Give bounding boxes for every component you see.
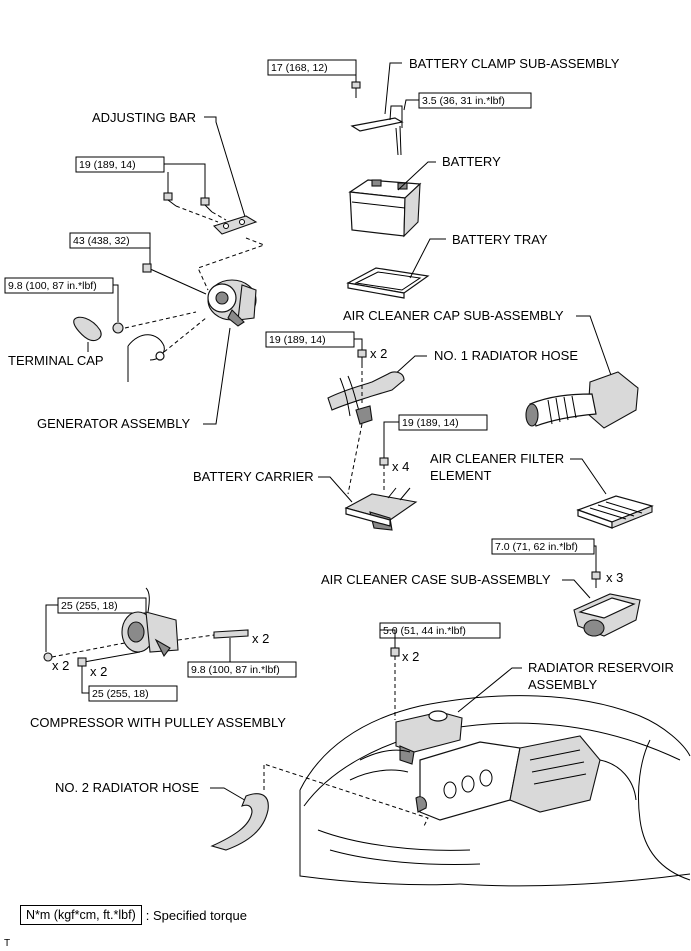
battery-clamp-nut-torque: 3.5 (36, 31 in.*lbf)	[403, 92, 532, 111]
generator-label: GENERATOR ASSEMBLY	[37, 327, 231, 431]
radiator-reservoir-torque: 5.0 (51, 44 in.*lbf) x 2	[379, 622, 501, 720]
battery-carrier-part	[344, 487, 418, 531]
torque-legend: N*m (kgf*cm, ft.*lbf) : Specified torque	[20, 905, 247, 925]
svg-text:NO. 2 RADIATOR HOSE: NO. 2 RADIATOR HOSE	[55, 780, 199, 795]
svg-text:x 2: x 2	[370, 346, 387, 361]
compressor-bolt-torque: 25 (255, 18)	[81, 666, 178, 702]
battery-clamp-part	[350, 105, 404, 156]
radiator-reservoir-label: RADIATOR RESERVOIR ASSEMBLY	[457, 660, 674, 713]
svg-text:AIR CLEANER CASE SUB-ASSEMBLY: AIR CLEANER CASE SUB-ASSEMBLY	[321, 572, 551, 587]
svg-text:25 (255, 18): 25 (255, 18)	[92, 688, 149, 700]
svg-text:COMPRESSOR WITH PULLEY ASSEMBL: COMPRESSOR WITH PULLEY ASSEMBLY	[30, 715, 286, 730]
battery-part	[348, 179, 422, 238]
svg-text:BATTERY: BATTERY	[442, 154, 501, 169]
battery-label: BATTERY	[397, 154, 501, 191]
svg-text:x 2: x 2	[90, 664, 107, 679]
radiator-hose-bolt-torque: 19 (189, 14) x 2	[265, 331, 387, 364]
battery-carrier-bracket	[355, 405, 373, 425]
battery-clamp-bolt	[351, 81, 361, 98]
svg-text:BATTERY CARRIER: BATTERY CARRIER	[193, 469, 314, 484]
svg-text:3.5 (36, 31 in.*lbf): 3.5 (36, 31 in.*lbf)	[422, 95, 505, 107]
adjusting-bar-part	[212, 215, 258, 235]
compressor-bolt: x 2	[51, 639, 141, 679]
svg-text:AIR CLEANER CAP SUB-ASSEMBLY: AIR CLEANER CAP SUB-ASSEMBLY	[343, 308, 564, 323]
engine-bay-illustration	[299, 695, 691, 887]
terminal-cap-part	[73, 316, 102, 342]
air-cleaner-case-label: AIR CLEANER CASE SUB-ASSEMBLY	[321, 572, 591, 599]
svg-text:19 (189, 14): 19 (189, 14)	[402, 417, 459, 429]
svg-text:17 (168, 12): 17 (168, 12)	[271, 62, 328, 74]
svg-text:19 (189, 14): 19 (189, 14)	[269, 334, 326, 346]
svg-text:19 (189, 14): 19 (189, 14)	[79, 159, 136, 171]
battery-carrier-torque: 19 (189, 14) x 4	[379, 414, 488, 492]
adjusting-bar-torque: 19 (189, 14)	[75, 156, 206, 198]
svg-text:NO. 1 RADIATOR HOSE: NO. 1 RADIATOR HOSE	[434, 348, 578, 363]
air-cleaner-cap-label: AIR CLEANER CAP SUB-ASSEMBLY	[343, 308, 613, 379]
battery-tray-label: BATTERY TRAY	[409, 232, 548, 279]
battery-carrier-label: BATTERY CARRIER	[193, 469, 353, 503]
svg-text:9.8 (100, 87 in.*lbf): 9.8 (100, 87 in.*lbf)	[191, 664, 280, 676]
no2-radiator-hose-label: NO. 2 RADIATOR HOSE	[55, 780, 249, 803]
svg-text:25 (255, 18): 25 (255, 18)	[61, 600, 118, 612]
generator-bolt-torque: 43 (438, 32)	[69, 232, 207, 295]
battery-clamp-label: BATTERY CLAMP SUB-ASSEMBLY	[384, 56, 620, 115]
generator-terminal-torque: 9.8 (100, 87 in.*lbf)	[4, 277, 124, 334]
compressor-part	[121, 587, 179, 658]
legend-torque-text: : Specified torque	[145, 907, 247, 923]
svg-text:7.0 (71, 62 in.*lbf): 7.0 (71, 62 in.*lbf)	[495, 541, 578, 553]
svg-text:ADJUSTING BAR: ADJUSTING BAR	[92, 110, 196, 125]
svg-text:AIR CLEANER FILTER: AIR CLEANER FILTER	[430, 451, 564, 466]
adjusting-bar-label: ADJUSTING BAR	[92, 110, 247, 221]
svg-text:x 2: x 2	[402, 649, 419, 664]
svg-text:x 4: x 4	[392, 459, 409, 474]
svg-text:ASSEMBLY: ASSEMBLY	[528, 677, 597, 692]
compressor-nut-torque: 25 (255, 18) x 2	[43, 597, 147, 673]
svg-text:x 3: x 3	[606, 570, 623, 585]
no2-radiator-hose-part	[210, 793, 269, 851]
adjusting-bar-bolts	[163, 192, 227, 223]
air-cleaner-filter-part	[576, 495, 654, 529]
svg-text:BATTERY TRAY: BATTERY TRAY	[452, 232, 548, 247]
air-cleaner-cap-part	[525, 371, 639, 429]
svg-text:9.8 (100, 87 in.*lbf): 9.8 (100, 87 in.*lbf)	[8, 280, 97, 292]
compressor-stud-torque: 9.8 (100, 87 in.*lbf)	[187, 638, 297, 678]
corner-mark: T	[4, 938, 11, 949]
air-cleaner-case-part	[573, 593, 641, 637]
generator-wire-harness	[127, 334, 165, 382]
legend-torque-box: N*m (kgf*cm, ft.*lbf)	[20, 905, 142, 925]
compressor-stud: x 2	[163, 629, 269, 646]
generator-part	[207, 279, 257, 327]
svg-text:GENERATOR ASSEMBLY: GENERATOR ASSEMBLY	[37, 416, 190, 431]
no1-radiator-hose-label: NO. 1 RADIATOR HOSE	[392, 348, 578, 377]
battery-clamp-torque: 17 (168, 12)	[267, 59, 357, 82]
battery-tray-part	[346, 267, 430, 299]
svg-text:5.0 (51, 44 in.*lbf): 5.0 (51, 44 in.*lbf)	[383, 625, 466, 637]
svg-text:x 2: x 2	[52, 658, 69, 673]
svg-text:RADIATOR RESERVOIR: RADIATOR RESERVOIR	[528, 660, 674, 675]
air-cleaner-filter-label: AIR CLEANER FILTER ELEMENT	[430, 451, 607, 495]
svg-text:43 (438, 32): 43 (438, 32)	[73, 235, 130, 247]
air-cleaner-case-torque: 7.0 (71, 62 in.*lbf) x 3	[491, 538, 623, 588]
terminal-cap-label: TERMINAL CAP	[8, 342, 104, 368]
compressor-label: COMPRESSOR WITH PULLEY ASSEMBLY	[30, 715, 286, 730]
svg-text:x 2: x 2	[252, 631, 269, 646]
svg-text:TERMINAL CAP: TERMINAL CAP	[8, 353, 104, 368]
svg-text:ELEMENT: ELEMENT	[430, 468, 491, 483]
svg-text:BATTERY CLAMP SUB-ASSEMBLY: BATTERY CLAMP SUB-ASSEMBLY	[409, 56, 620, 71]
